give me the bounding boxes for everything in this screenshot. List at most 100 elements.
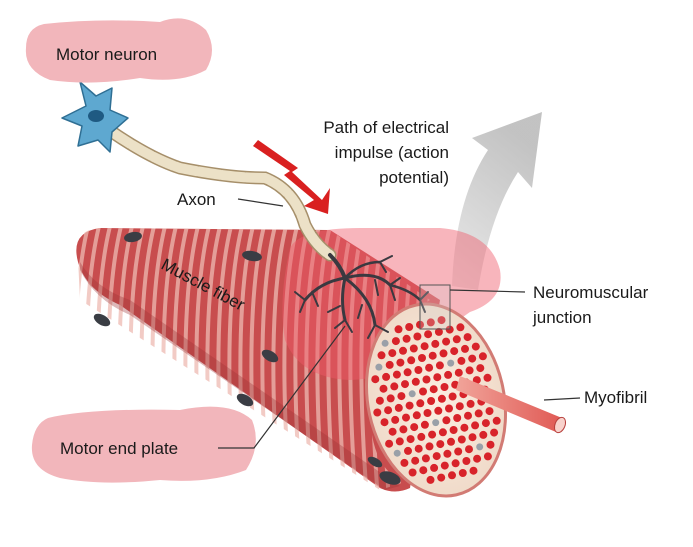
myofibril-dot [425, 363, 434, 372]
myofibril-dot [463, 333, 472, 342]
motor-end-plate [294, 253, 429, 339]
myofibril-dot [380, 418, 389, 427]
myofibril-dot [476, 364, 485, 373]
myofibril-dot [395, 437, 404, 446]
myofibril-dot [433, 373, 442, 382]
myofibril-dot [411, 377, 420, 386]
myofibril-dot [394, 403, 403, 412]
myofibril-dot [392, 370, 401, 379]
myofibril-dot [445, 325, 454, 334]
myofibril-dot [412, 411, 421, 420]
myofibril-dot [385, 360, 394, 369]
myofibril-dot [440, 383, 449, 391]
myofibril-dot [388, 427, 397, 436]
myofibril-dot [397, 392, 406, 401]
myofibril-dot [406, 435, 415, 444]
myofibril-dot [481, 419, 490, 428]
myofibril-dot [447, 359, 455, 367]
myofibril-dot [449, 426, 458, 434]
myofibril-dot [382, 372, 391, 381]
myofibril-dot [399, 425, 408, 434]
myofibril-dot [439, 349, 448, 358]
myofibril-dot [447, 437, 455, 446]
myofibril-dot [444, 370, 453, 379]
myofibril-dot [474, 409, 483, 418]
myofibril-dot [414, 444, 423, 453]
myofibril-dot [407, 356, 416, 365]
myofibril-dot [391, 337, 400, 346]
myofibril-dot [408, 390, 416, 398]
impulse-arrow [253, 140, 330, 214]
path-label-line2: impulse (action [335, 143, 449, 162]
myofibril-dot [373, 408, 382, 417]
motor-neuron-bubble [25, 18, 212, 83]
myofibril-dot [402, 334, 411, 343]
myofibril-dot [413, 332, 422, 341]
myofibril-dot [469, 466, 478, 475]
myofibril-dot [434, 406, 443, 415]
myofibril-dot [432, 452, 441, 461]
myofibril-dot [465, 445, 473, 454]
motor-neuron-cell [61, 81, 129, 153]
myofibril-dot [418, 354, 426, 362]
myofibril-dot [402, 413, 410, 422]
myofibril-dot [454, 447, 463, 456]
myofibril-dot [405, 401, 414, 410]
myofibril-dot [486, 440, 495, 449]
myofibril-dot [391, 415, 400, 424]
myofibril-dot [403, 368, 412, 377]
myofibril-dot [427, 397, 436, 405]
motor-end-plate-label: Motor end plate [60, 439, 178, 458]
myofibril-dot [466, 399, 475, 408]
myofibril-dot [435, 361, 444, 370]
myofibril-dot [432, 419, 440, 427]
myofibril-dot [438, 428, 447, 437]
motor-end-plate-bubble [31, 406, 256, 483]
myofibril-dot [471, 421, 480, 430]
myofibril-dot [416, 399, 425, 408]
myofibril-dot [490, 428, 499, 437]
myofibril-dot [483, 373, 492, 382]
myofibril-dot [456, 323, 465, 332]
myofibril-dot [448, 471, 456, 480]
striation [326, 228, 346, 490]
myofibril-dot [422, 375, 431, 384]
myofibril-dot [409, 344, 418, 353]
myofibril-dot [423, 409, 432, 417]
myofibril-dot [405, 323, 414, 331]
myofibril-dot [452, 335, 461, 344]
nucleus [124, 231, 142, 243]
myofibril-dot [396, 358, 405, 367]
myofibril-dot [426, 475, 435, 484]
myofibril-dot [473, 454, 482, 463]
myofibril-dot [381, 339, 389, 347]
myofibril-dot [465, 366, 474, 375]
myofibril-dot [461, 344, 469, 353]
axon [105, 125, 337, 262]
myofibril-strand [456, 376, 567, 434]
myofibril-dot [492, 416, 501, 425]
myofibril-dot [462, 457, 471, 465]
myofibril-dot [417, 432, 426, 441]
myofibril-dot [429, 385, 438, 394]
myofibril-dot [455, 402, 464, 411]
myofibril-dot [428, 351, 437, 360]
myofibril-dot [476, 443, 484, 451]
myofibril-dot [436, 440, 445, 449]
myofibril-dot [420, 420, 429, 429]
myofibril-dot [384, 406, 393, 415]
myofibril-dot [425, 442, 434, 451]
myofibril-dot [468, 354, 477, 363]
myofibril-dot [460, 423, 469, 432]
myofibril-dot [479, 430, 488, 439]
nucleus [242, 250, 262, 262]
myofibril-label: Myofibril [584, 388, 647, 407]
myofibril-dot [464, 411, 472, 420]
nucleus [93, 313, 111, 327]
nucleus [367, 456, 383, 468]
nucleus [236, 393, 254, 407]
myofibril-dot [478, 352, 487, 361]
myofibril-dot [437, 316, 446, 325]
myofibril-dot [400, 458, 409, 467]
